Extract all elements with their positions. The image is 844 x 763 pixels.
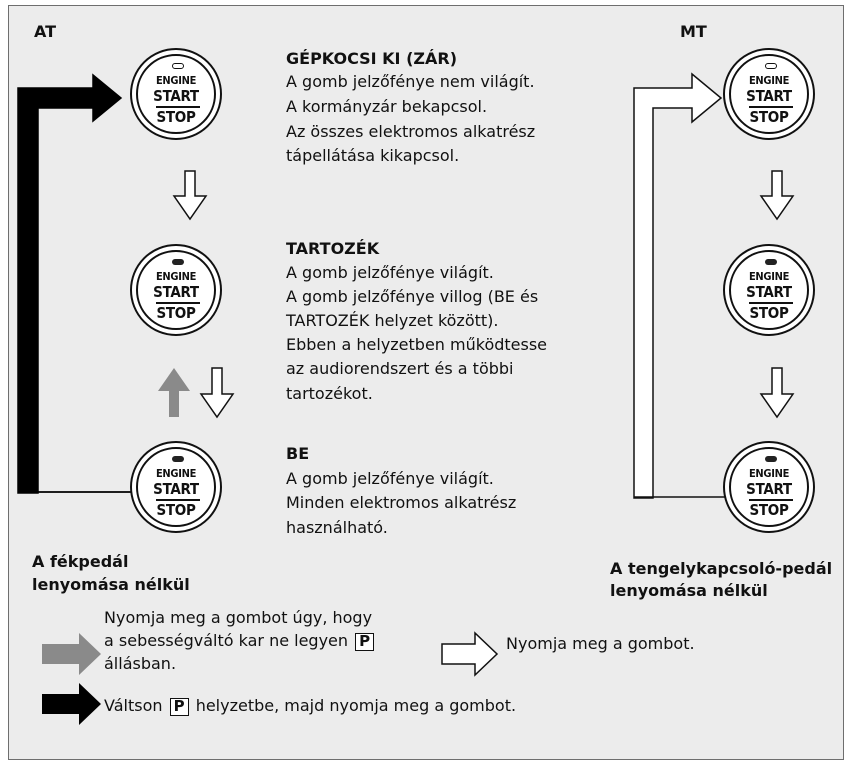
indicator-light-off: [765, 63, 777, 69]
label-divider: [749, 106, 793, 108]
state-accessory-line: az audiorendszert és a többi: [286, 359, 514, 378]
at-black-loop-arrow: [17, 73, 123, 494]
label-divider: [156, 302, 200, 304]
legend-white-text: Nyomja meg a gombot.: [506, 634, 695, 653]
legend-gray-text-line-1: Nyomja meg a gombot úgy, hogy: [104, 608, 373, 627]
stop-label: STOP: [749, 304, 789, 322]
at-down-arrow-2: [199, 367, 235, 419]
indicator-light-on: [172, 456, 184, 462]
indicator-light-on: [765, 259, 777, 265]
start-label: START: [153, 87, 199, 105]
at-engine-button-off: ENGINE START STOP: [130, 48, 222, 140]
park-position-badge: P: [355, 633, 375, 651]
state-on-title: BE: [286, 444, 310, 463]
state-accessory-line: tartozékot.: [286, 384, 373, 403]
engine-label: ENGINE: [748, 467, 790, 480]
at-gray-up-arrow: [158, 368, 190, 417]
at-engine-button-on: ENGINE START STOP: [130, 441, 222, 533]
at-caption-line-2: lenyomása nélkül: [32, 575, 190, 594]
legend-black-text: Váltson P helyzetbe, majd nyomja meg a g…: [104, 696, 516, 716]
legend-gray-text-line-2: a sebességváltó kar ne legyen P: [104, 631, 376, 651]
mt-engine-button-off: ENGINE START STOP: [723, 48, 815, 140]
state-off-line: A gomb jelzőfénye nem világít.: [286, 72, 535, 91]
start-label: START: [746, 480, 792, 498]
engine-label: ENGINE: [155, 74, 197, 87]
at-engine-button-accessory: ENGINE START STOP: [130, 244, 222, 336]
start-label: START: [153, 283, 199, 301]
legend-gray-text-before: a sebességváltó kar ne legyen: [104, 631, 349, 650]
state-accessory-line: A gomb jelzőfénye világít.: [286, 263, 494, 282]
state-off-title: GÉPKOCSI KI (ZÁR): [286, 49, 458, 68]
stop-label: STOP: [749, 108, 789, 126]
engine-label: ENGINE: [155, 270, 197, 283]
label-divider: [749, 302, 793, 304]
mt-down-arrow-1: [759, 170, 795, 221]
state-on-line: A gomb jelzőfénye világít.: [286, 469, 494, 488]
stop-label: STOP: [749, 501, 789, 519]
start-label: START: [746, 87, 792, 105]
legend-white-arrow: [441, 631, 499, 677]
mt-engine-button-on: ENGINE START STOP: [723, 441, 815, 533]
state-off-line: tápellátása kikapcsol.: [286, 146, 460, 165]
start-label: START: [746, 283, 792, 301]
state-accessory-line: Ebben a helyzetben működtesse: [286, 335, 548, 354]
state-accessory-title: TARTOZÉK: [286, 239, 380, 258]
legend-gray-arrow: [42, 633, 101, 675]
at-header: AT: [34, 22, 57, 41]
state-off-line: Az összes elektromos alkatrész: [286, 122, 536, 141]
label-divider: [156, 499, 200, 501]
stop-label: STOP: [156, 108, 196, 126]
at-caption-line-1: A fékpedál: [32, 552, 129, 571]
mt-white-loop-arrow: [633, 72, 723, 499]
engine-label: ENGINE: [748, 270, 790, 283]
state-accessory-line: A gomb jelzőfénye villog (BE és: [286, 287, 539, 306]
legend-gray-text-line-3: állásban.: [104, 654, 177, 673]
state-on-line: Minden elektromos alkatrész: [286, 493, 517, 512]
indicator-light-on: [172, 259, 184, 265]
state-accessory-line: TARTOZÉK helyzet között).: [286, 311, 499, 330]
stop-label: STOP: [156, 304, 196, 322]
indicator-light-on: [765, 456, 777, 462]
park-position-badge: P: [169, 698, 189, 716]
indicator-light-off: [172, 63, 184, 69]
mt-header: MT: [680, 22, 707, 41]
stop-label: STOP: [156, 501, 196, 519]
mt-engine-button-accessory: ENGINE START STOP: [723, 244, 815, 336]
state-off-line: A kormányzár bekapcsol.: [286, 97, 488, 116]
mt-down-arrow-2: [759, 367, 795, 419]
engine-label: ENGINE: [748, 74, 790, 87]
legend-black-text-before: Váltson: [104, 696, 163, 715]
label-divider: [156, 106, 200, 108]
ignition-mode-diagram: AT MT ENGINE START STOP ENGINE START STO…: [8, 5, 844, 760]
at-down-arrow-1: [172, 170, 208, 221]
legend-black-arrow: [42, 683, 101, 725]
mt-caption-line-2: lenyomása nélkül: [610, 581, 768, 600]
legend-black-text-after: helyzetbe, majd nyomja meg a gombot.: [195, 696, 517, 715]
engine-label: ENGINE: [155, 467, 197, 480]
label-divider: [749, 499, 793, 501]
arrows-layer: [17, 72, 795, 725]
start-label: START: [153, 480, 199, 498]
mt-caption-line-1: A tengelykapcsoló-pedál: [610, 559, 833, 578]
state-on-line: használható.: [286, 518, 388, 537]
